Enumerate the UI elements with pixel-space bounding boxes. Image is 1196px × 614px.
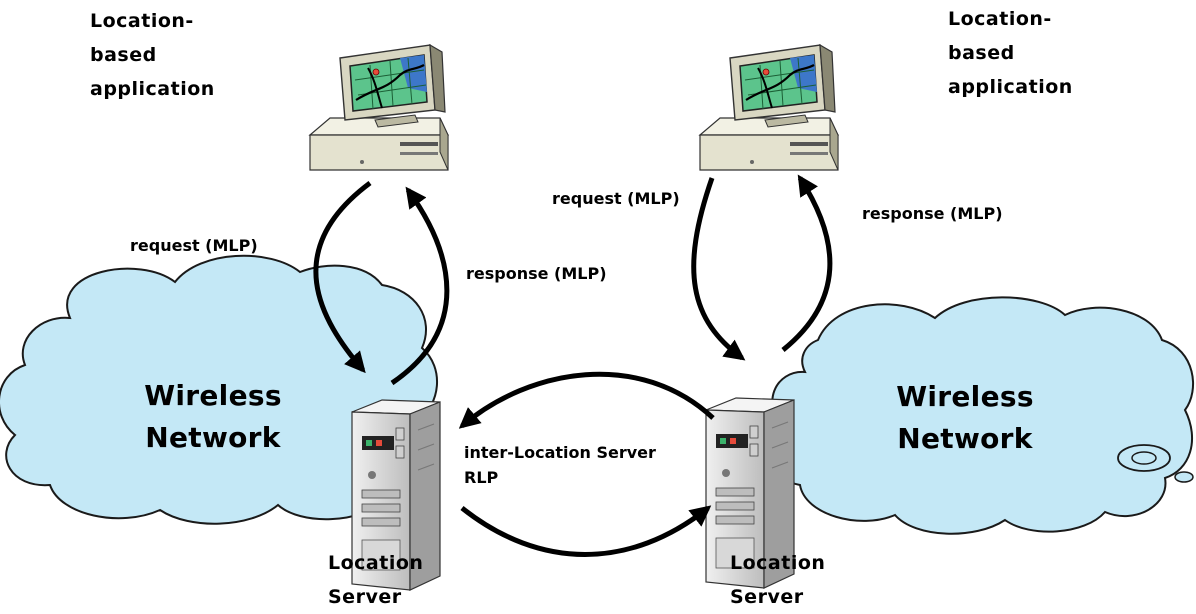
request-label-right: request (MLP) xyxy=(552,189,680,208)
arrow-request-right xyxy=(691,177,746,361)
desktop-computer-icon xyxy=(698,43,839,171)
rlp-label: RLP xyxy=(464,468,499,487)
arrow-request-left xyxy=(313,180,372,374)
response-label-right: response (MLP) xyxy=(862,204,1003,223)
cloud-tail-ring-inner xyxy=(1131,451,1157,465)
tower-server-icon xyxy=(705,397,795,589)
server-label-left: Location Server xyxy=(328,552,424,608)
network-label-right: Wireless Network xyxy=(896,380,1034,455)
arrow-response-left xyxy=(390,186,450,386)
response-label-left: response (MLP) xyxy=(466,264,607,283)
desktop-computer-icon xyxy=(308,43,449,171)
arrow-inter-to-left xyxy=(458,371,715,429)
tower-server-icon xyxy=(351,399,441,591)
arrow-inter-to-right xyxy=(460,505,712,557)
server-label-right: Location Server xyxy=(730,552,826,608)
request-label-left: request (MLP) xyxy=(130,236,258,255)
arrow-response-right xyxy=(781,174,833,352)
cloud-tail-dot xyxy=(1174,471,1194,483)
inter-server-label: inter-Location Server xyxy=(464,443,656,462)
network-label-left: Wireless Network xyxy=(144,379,282,454)
cloud-tail-ring xyxy=(1117,444,1171,472)
app-label-left: Location- based application xyxy=(90,10,215,100)
app-label-right: Location- based application xyxy=(948,8,1073,98)
